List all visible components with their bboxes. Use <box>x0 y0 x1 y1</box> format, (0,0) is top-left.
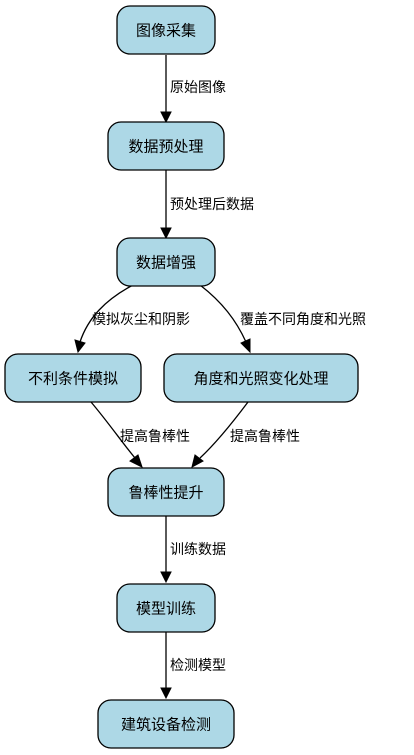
node-robustness: 鲁棒性提升 <box>107 467 225 517</box>
node-train-label: 模型训练 <box>136 600 196 618</box>
node-adverse-label: 不利条件模拟 <box>28 370 118 388</box>
node-preprocess: 数据预处理 <box>107 121 225 171</box>
node-preprocess-label: 数据预处理 <box>128 138 203 156</box>
node-robustness-label: 鲁棒性提升 <box>128 484 203 502</box>
node-detect: 建筑设备检测 <box>97 699 235 749</box>
edge-label-augment-adverse: 模拟灰尘和阴影 <box>92 312 190 328</box>
node-angle-light: 角度和光照变化处理 <box>163 353 359 403</box>
edge-label-capture-preprocess: 原始图像 <box>170 80 226 96</box>
node-augment-label: 数据增强 <box>136 254 196 272</box>
edge-label-preprocess-augment: 预处理后数据 <box>170 197 254 213</box>
node-augment: 数据增强 <box>116 237 216 287</box>
edge-augment-adverse <box>74 284 134 354</box>
node-angle-light-label: 角度和光照变化处理 <box>193 370 328 388</box>
node-capture: 图像采集 <box>116 5 216 55</box>
edge-label-train-detect: 检测模型 <box>170 658 226 674</box>
edge-label-angle-robust: 提高鲁棒性 <box>230 428 300 445</box>
edge-preprocess-augment <box>160 170 172 240</box>
node-adverse: 不利条件模拟 <box>4 353 142 403</box>
node-detect-label: 建筑设备检测 <box>121 716 211 734</box>
node-train: 模型训练 <box>116 583 216 633</box>
edge-adverse-robust <box>90 401 143 468</box>
edge-train-detect <box>160 632 172 700</box>
edge-capture-preprocess <box>160 55 172 124</box>
node-capture-label: 图像采集 <box>136 22 196 40</box>
edge-augment-angle <box>199 284 251 354</box>
edge-label-augment-angle: 覆盖不同角度和光照 <box>240 312 366 328</box>
edge-robust-train <box>160 515 172 584</box>
edge-label-adverse-robust: 提高鲁棒性 <box>120 428 190 445</box>
edge-label-robust-train: 训练数据 <box>170 542 226 558</box>
edge-angle-robust <box>191 401 249 468</box>
